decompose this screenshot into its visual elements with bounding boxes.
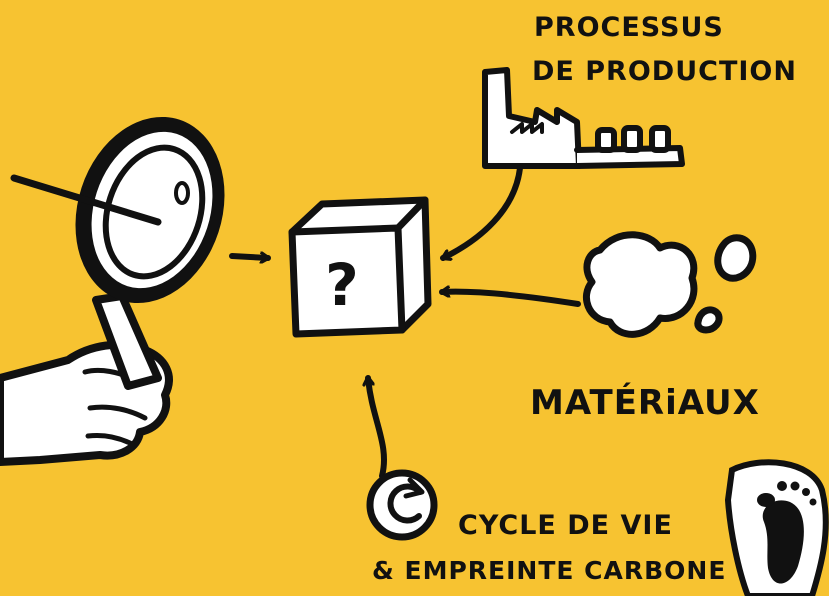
factory-icon bbox=[482, 67, 685, 169]
footprint-icon bbox=[724, 459, 829, 596]
arrow-production-to-box bbox=[440, 165, 523, 258]
arrow-magnifier-to-box bbox=[229, 256, 271, 258]
magnifying-glass-icon bbox=[10, 116, 225, 390]
label-production-line2: DE PRODUCTION bbox=[532, 56, 797, 87]
label-lifecycle-line1: CYCLE DE VIE bbox=[458, 510, 673, 541]
label-lifecycle-line2: & EMPREINTE CARBONE bbox=[372, 556, 727, 585]
label-production-line1: PROCESSUS bbox=[534, 12, 724, 43]
arrow-lifecycle-to-box bbox=[368, 375, 388, 479]
box-icon: ? bbox=[288, 196, 432, 338]
arrow-materials-to-box bbox=[439, 292, 581, 307]
box-question-mark: ? bbox=[325, 251, 359, 319]
label-materials: MATÉRiAUX bbox=[530, 383, 760, 423]
cycle-icon bbox=[366, 469, 438, 541]
materials-blob-icon bbox=[582, 231, 757, 338]
